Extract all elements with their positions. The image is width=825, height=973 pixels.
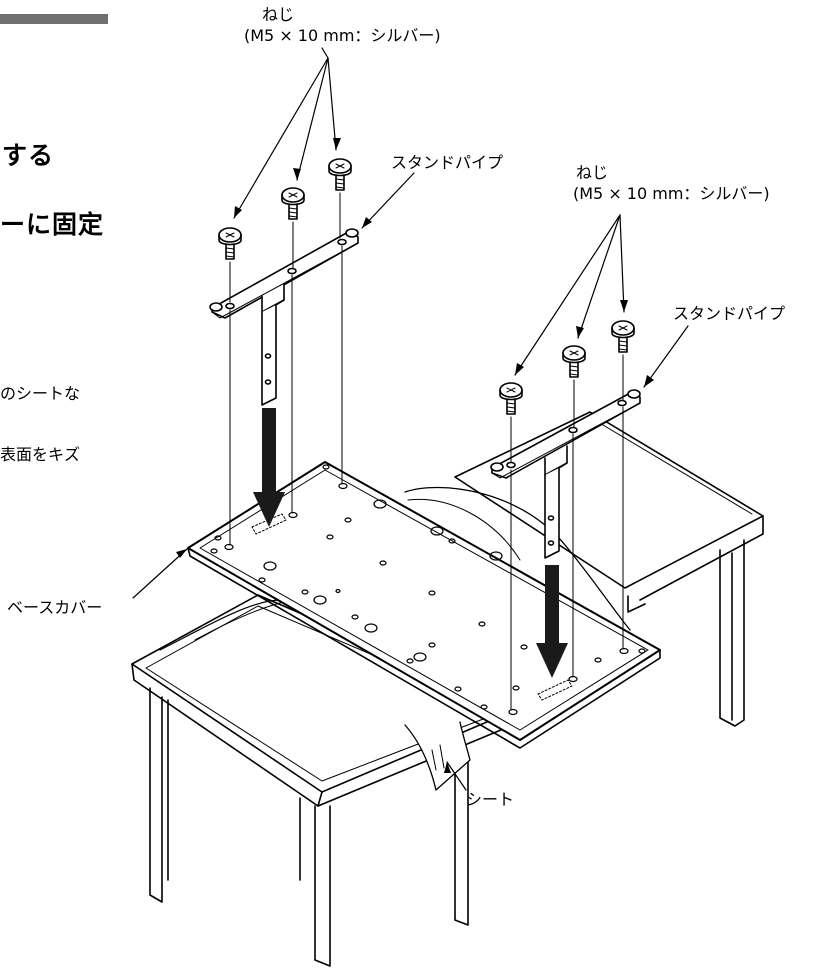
base-cover — [187, 461, 661, 749]
label-screw-left-line2: (M5 × 10 mm：シルバー) — [244, 26, 441, 45]
label-sheet: シート — [466, 790, 515, 809]
stand-pipe-left — [209, 228, 359, 406]
label-screw-left-line1: ねじ — [262, 5, 295, 24]
heading-line-1: する — [2, 141, 55, 170]
label-base-cover: ベースカバー — [7, 598, 103, 617]
leader-lines — [132, 47, 689, 791]
stand-pipe-right — [490, 389, 641, 559]
leader-arrowheads — [176, 138, 654, 773]
label-stand-pipe-left: スタンドパイプ — [391, 153, 504, 172]
alignment-lines — [229, 192, 624, 711]
label-stand-pipe-right: スタンドパイプ — [673, 304, 786, 323]
screws-left — [218, 158, 352, 260]
body-text-line-1: のシートな — [0, 384, 81, 403]
label-screw-right-line2: (M5 × 10 mm：シルバー) — [573, 184, 770, 203]
heading-line-2: ーに固定 — [0, 210, 105, 239]
screws-right — [499, 320, 635, 415]
body-text-line-2: 表面をキズ — [0, 445, 81, 464]
label-screw-right-line1: ねじ — [576, 163, 609, 182]
section-header-bar — [0, 14, 108, 24]
down-arrows — [253, 408, 568, 678]
